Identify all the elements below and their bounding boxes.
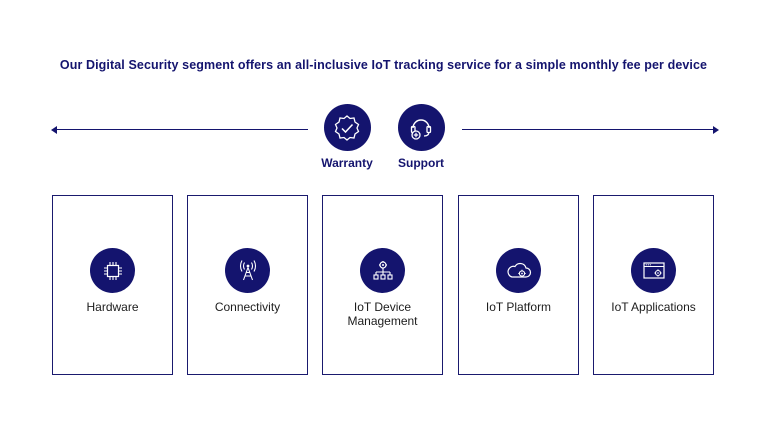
card-label: Hardware xyxy=(86,300,139,314)
headline: Our Digital Security segment offers an a… xyxy=(59,58,708,72)
warranty-label: Warranty xyxy=(321,156,373,170)
right-arrow-head xyxy=(713,126,719,134)
cloud-gear-icon xyxy=(496,248,541,293)
antenna-tower-icon xyxy=(225,248,270,293)
card-label: IoT Device Management xyxy=(347,300,418,328)
left-arrow-head xyxy=(51,126,57,134)
left-arrow-line xyxy=(54,129,308,130)
card-connectivity: Connectivity xyxy=(187,195,308,375)
card-label: Connectivity xyxy=(214,300,281,314)
card-iot-platform: IoT Platform xyxy=(458,195,579,375)
card-label: IoT Platform xyxy=(485,300,552,314)
support-item: Support xyxy=(381,104,461,170)
browser-gear-icon xyxy=(631,248,676,293)
card-hardware: Hardware xyxy=(52,195,173,375)
checkmark-badge-icon xyxy=(323,104,371,151)
support-label: Support xyxy=(398,156,444,170)
card-label: IoT Applications xyxy=(611,300,696,314)
chip-icon xyxy=(90,248,135,293)
headset-icon xyxy=(397,104,445,151)
card-iot-device-management: IoT Device Management xyxy=(322,195,443,375)
card-iot-applications: IoT Applications xyxy=(593,195,714,375)
hierarchy-gear-icon xyxy=(360,248,405,293)
warranty-item: Warranty xyxy=(307,104,387,170)
right-arrow-line xyxy=(462,129,716,130)
